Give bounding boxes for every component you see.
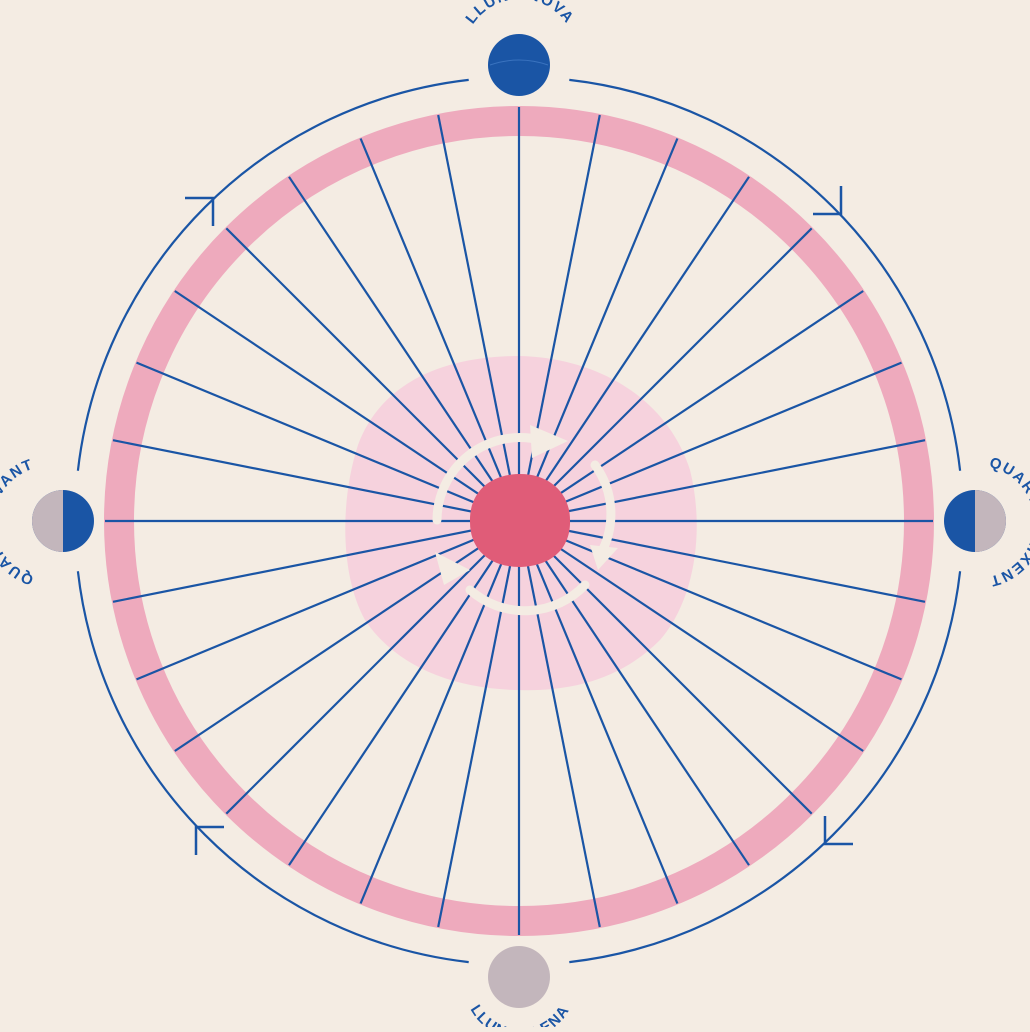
- moon-first-quarter-icon: [944, 490, 1006, 552]
- moon-new-icon: [488, 34, 550, 96]
- moon-full-icon: [488, 946, 550, 1008]
- center-core: [470, 474, 570, 567]
- moon-last-quarter-icon: [32, 490, 94, 552]
- phase-label-last-quarter: QUART MINVANT: [0, 456, 36, 588]
